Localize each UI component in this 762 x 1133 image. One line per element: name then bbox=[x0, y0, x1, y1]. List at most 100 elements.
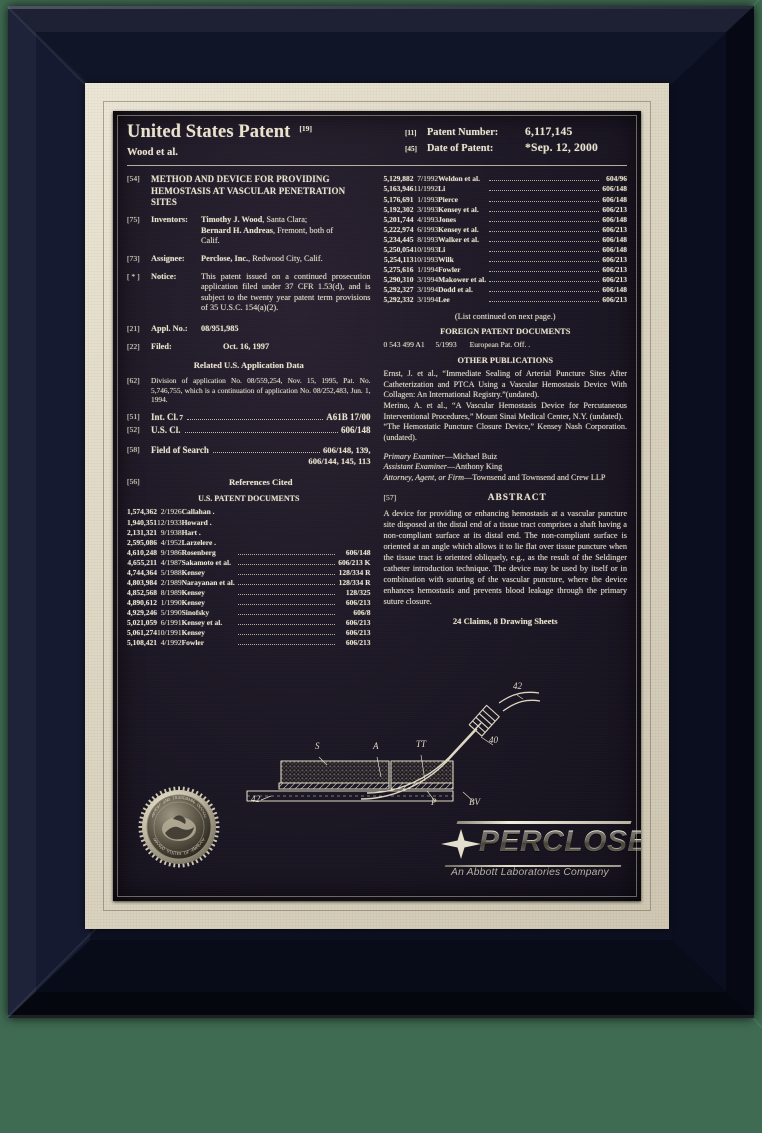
field-appl-no: [21] Appl. No.: 08/951,985 bbox=[127, 324, 371, 335]
int-cl-label: Int. Cl. bbox=[151, 411, 179, 422]
reference-leader bbox=[235, 598, 338, 608]
int-cl-leader bbox=[187, 412, 324, 420]
reference-date: 8/1993 bbox=[417, 234, 439, 244]
field-assignee: [73] Assignee: Perclose, Inc., Redwood C… bbox=[127, 254, 371, 265]
primary-examiner-role: Primary Examiner bbox=[383, 451, 445, 461]
patent-number-row: [11] Patent Number: 6,117,145 bbox=[405, 125, 627, 138]
reference-date: 4/1952 bbox=[160, 537, 182, 547]
assignee-label: Assignee: bbox=[151, 254, 185, 263]
inventor-1-name: Timothy J. Wood bbox=[201, 215, 263, 225]
notice-bracket: [ * ] bbox=[127, 271, 140, 281]
abstract-text: A device for providing or enhancing hemo… bbox=[383, 509, 628, 607]
claims-sheets-line: 24 Claims, 8 Drawing Sheets bbox=[452, 616, 558, 627]
reference-class: 606/148 bbox=[602, 214, 627, 224]
reference-name: Pierce bbox=[438, 194, 458, 204]
figure-label: BV bbox=[469, 797, 481, 807]
appl-no-bracket: [21] bbox=[127, 324, 140, 334]
patent-header-left: United States Patent[19] Wood et al. bbox=[127, 122, 405, 159]
inventors-bracket: [75] bbox=[127, 215, 140, 225]
reference-leader bbox=[235, 507, 338, 517]
reference-name: Kensey bbox=[181, 587, 205, 597]
notice-text: This patent issued on a continued prosec… bbox=[201, 271, 371, 313]
reference-date: 6/1991 bbox=[160, 617, 182, 627]
reference-leader bbox=[235, 558, 338, 568]
reference-date: 4/1993 bbox=[417, 214, 439, 224]
abstract-heading: ABSTRACT bbox=[487, 493, 547, 504]
reference-class: 606/213 bbox=[602, 264, 627, 274]
reference-leader bbox=[486, 205, 602, 215]
reference-number: 2,595,086 bbox=[127, 537, 157, 547]
attorney-role: Attorney, Agent, or Firm bbox=[383, 473, 465, 483]
reference-class: 606/213 bbox=[602, 224, 627, 234]
reference-leader bbox=[235, 578, 338, 588]
reference-name: Larzelere . bbox=[181, 537, 217, 547]
title-bracket: [54] bbox=[127, 174, 140, 184]
assistant-examiner-name: Anthony King bbox=[455, 462, 503, 472]
patent-authors: Wood et al. bbox=[127, 147, 178, 159]
other-publication-3: “The Hemostatic Puncture Closure Device,… bbox=[383, 422, 628, 442]
reference-class: 606/213 K bbox=[338, 557, 371, 567]
reference-number: 5,234,445 bbox=[383, 234, 414, 244]
references-bracket: [56] bbox=[127, 477, 140, 487]
reference-name: Dodd et al. bbox=[438, 284, 473, 294]
reference-number: 4,890,612 bbox=[127, 597, 157, 607]
reference-name: Kensey et al. bbox=[438, 204, 479, 214]
search-leader bbox=[212, 445, 320, 453]
reference-date: 10/1993 bbox=[413, 254, 439, 264]
reference-date: 6/1993 bbox=[417, 224, 439, 234]
reference-number: 5,292,332 bbox=[383, 294, 414, 304]
patent-office-title: United States Patent bbox=[127, 122, 291, 142]
assignee-value: Perclose, Inc., Redwood City, Calif. bbox=[201, 254, 371, 265]
reference-date: 3/1994 bbox=[417, 284, 439, 294]
reference-number: 1,574,362 bbox=[127, 507, 157, 517]
patent-number-bracket: [11] bbox=[405, 129, 417, 137]
reference-name: Callahan . bbox=[181, 507, 215, 517]
appl-no-value: 08/951,985 bbox=[201, 324, 239, 334]
reference-leader bbox=[486, 174, 602, 184]
reference-leader bbox=[235, 548, 338, 558]
reference-class bbox=[338, 528, 370, 538]
reference-leader bbox=[235, 638, 338, 648]
reference-leader bbox=[486, 255, 602, 265]
attorney-name: Townsend and Townsend and Crew LLP bbox=[472, 473, 606, 483]
assignee-bracket: [73] bbox=[127, 254, 140, 263]
reference-leader bbox=[486, 184, 602, 194]
attorney-row: Attorney, Agent, or Firm—Townsend and To… bbox=[383, 473, 606, 483]
reference-class: 606/213 bbox=[345, 597, 371, 607]
assignee-company: Perclose, Inc. bbox=[201, 254, 249, 263]
field-references: [56] References Cited bbox=[127, 477, 371, 488]
foreign-doc-country: European Pat. Off. . bbox=[469, 340, 531, 350]
frame-bevel bbox=[8, 6, 754, 1018]
reference-number: 4,929,246 bbox=[127, 607, 157, 617]
inventor-3-loc: Calif. bbox=[201, 236, 220, 246]
reference-class: 128/325 bbox=[345, 587, 371, 597]
figure-label: 42 bbox=[513, 681, 523, 691]
reference-leader bbox=[486, 215, 602, 225]
field-title: [54] METHOD AND DEVICE FOR PROVIDING HEM… bbox=[127, 174, 371, 208]
appl-no-label: Appl. No.: bbox=[151, 324, 188, 334]
field-notice: [ * ] Notice: This patent issued on a co… bbox=[127, 272, 371, 314]
references-heading: References Cited bbox=[228, 477, 293, 488]
us-cl-bracket: [52] bbox=[127, 425, 140, 435]
reference-number: 5,222,974 bbox=[383, 224, 414, 234]
logo-top-bar bbox=[456, 821, 632, 824]
patent-header: United States Patent[19] Wood et al. [11… bbox=[127, 122, 627, 159]
search-bracket: [58] bbox=[127, 444, 140, 454]
other-publication-2: Merino, A. et al., “A Vascular Hemostasi… bbox=[383, 401, 628, 421]
